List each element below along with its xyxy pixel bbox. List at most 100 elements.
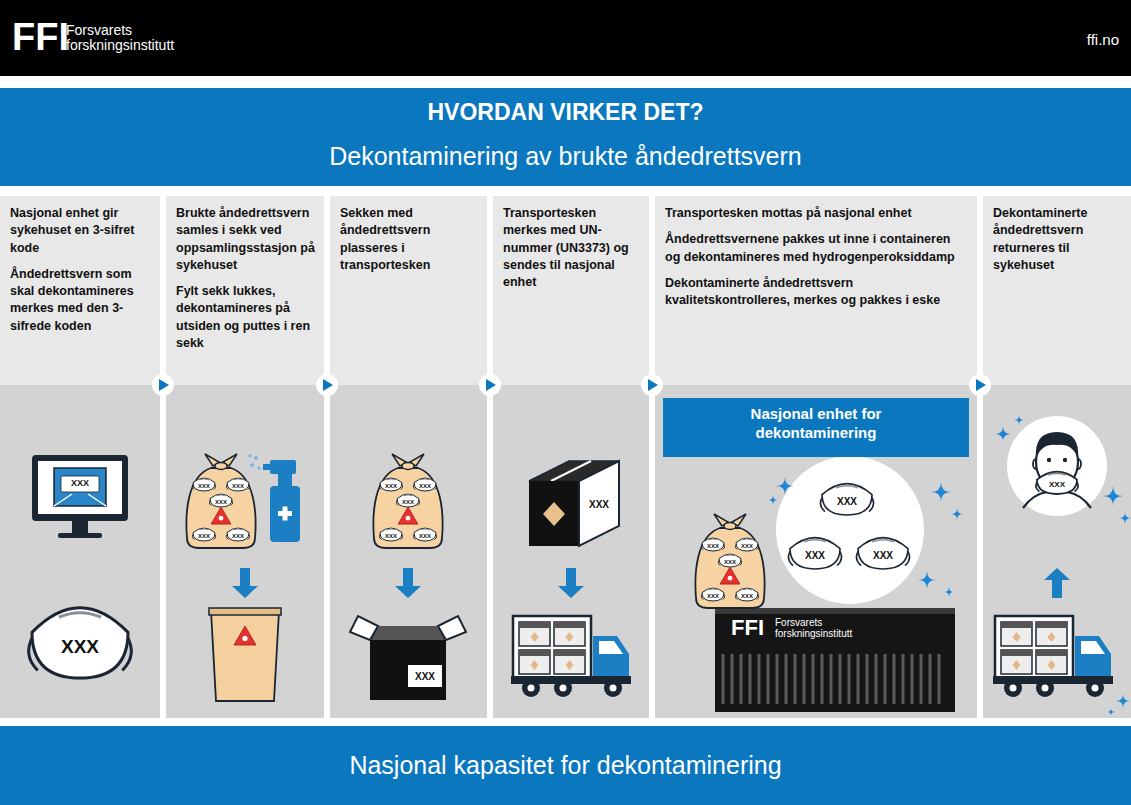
illustration [186,454,300,701]
container-rib [722,654,725,704]
step-text-block: Dekontaminerte åndedrettsvern returneres… [983,196,1131,284]
chevron-head [159,379,169,391]
code-label: XXX [741,542,753,549]
illustration [511,461,631,697]
envelope-fold [54,494,106,506]
sparkle [1119,512,1131,524]
bag-knot [724,523,736,530]
mask-nose-wire [233,528,243,530]
chevron-head [648,379,658,391]
cargo-box-mark [566,632,574,642]
mask-shape [702,538,724,551]
spray-neck [278,474,292,486]
cargo-box-mark [566,660,574,670]
step-illustration [655,196,977,718]
step-illustration [330,196,487,718]
container-rib [740,654,743,704]
sparkle [1107,708,1115,716]
column-grounds [0,196,1131,718]
cargo-box-top [1036,622,1067,628]
code-label: XXX [741,592,753,599]
mask-shape [193,528,215,541]
mask-nose-wire [708,538,718,540]
cargo-box-top [1001,622,1032,628]
spray-head [270,460,296,474]
truck-window [599,641,623,654]
waste-bin-rim [209,608,281,615]
column-picture-ground [493,385,649,718]
mask-nose-wire [742,588,752,590]
truck-window [1081,641,1105,654]
code-label: XXX [215,498,227,505]
container-rib [803,654,806,704]
mask-shape [227,478,249,491]
container-rib [938,654,941,704]
step-illustration [983,196,1131,718]
bag-knot [215,463,227,470]
truck-cab [593,636,629,678]
step-illustration [166,196,324,718]
mask-shape [736,538,758,551]
code-label: XXX [232,482,244,489]
cargo-box-mark [531,632,539,642]
sparkle [944,587,954,597]
footer-band [0,726,1131,805]
bag-knot [402,463,414,470]
code-label: XXX [589,499,609,510]
code-label: XXX [61,637,99,658]
unit-text-block: Nasjonal enhet for dekontaminering [663,398,969,443]
container-rib [794,654,797,704]
column-text-ground [0,196,160,385]
mask-shape [719,554,741,567]
column-text-ground [493,196,649,385]
envelope [54,468,106,506]
cargo-box [519,622,550,646]
container-rib [875,654,878,704]
mask-nose-wire [420,528,430,530]
mask-nose-wire [233,478,243,480]
step-text: Transportesken merkes med UN-nummer (UN3… [503,205,641,291]
chevron-circle [641,374,663,396]
chevron-head [486,379,496,391]
container-rib [749,654,752,704]
cargo-box [554,622,585,646]
step-column: Transportesken merkes med UN-nummer (UN3… [493,196,649,718]
bag-body [373,468,442,548]
header-bar [0,0,1131,76]
container-rib [911,654,914,704]
mask-nose-wire [708,588,718,590]
box-back [370,626,446,640]
step-text: Transportesken mottas på nasjonal enhet [665,205,969,222]
truck-hub [528,685,535,692]
cargo-box-top [1036,650,1067,656]
mask-nose-wire [804,540,826,542]
step-column: Sekken med åndedrettsvern plasseres i tr… [330,196,487,718]
mask-shape [380,528,402,541]
biohazard-dot [219,516,224,521]
code-label: XXX [385,482,397,489]
container-rib [821,654,824,704]
mask-nose-wire [1048,473,1066,474]
truck-trailer [995,616,1073,678]
container-rim [715,608,955,614]
column-picture-ground [983,385,1131,718]
unit-name: Nasjonal enhet for dekontaminering [729,405,904,443]
spray-cross [283,507,288,521]
title-band [0,88,1131,186]
eye [1063,458,1067,462]
illustration [29,455,132,678]
code-label: XXX [724,558,736,565]
cargo-box-mark [1048,632,1056,642]
biohazard-symbol [211,507,231,524]
step-text-block: Brukte åndedrettsvern samles i sekk ved … [166,196,324,362]
chevron-circle [152,374,174,396]
step-text: Sekken med åndedrettsvern plasseres i tr… [340,205,479,274]
monitor-stand [72,521,88,533]
sparkle [995,426,1011,442]
illustration [350,454,466,700]
truck-trailer [513,616,591,678]
container-rib [839,654,842,704]
mask-shape [380,478,402,491]
code-label: XXX [198,482,210,489]
illustration [695,456,963,712]
